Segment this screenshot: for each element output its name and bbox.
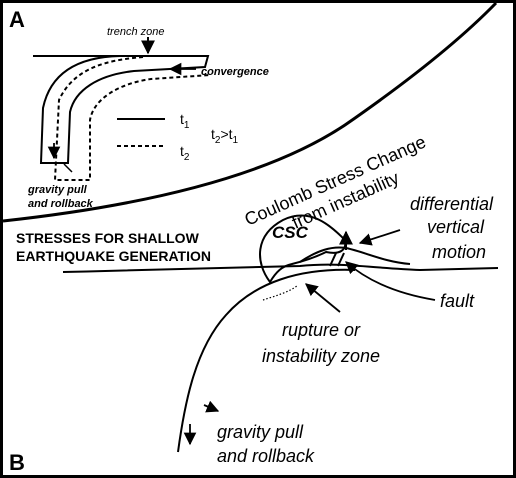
differential-line1: differential [410, 194, 494, 214]
differential-arrow [358, 229, 401, 246]
differential-line2: vertical [427, 217, 485, 237]
panel-a-gravity-line2: and rollback [28, 198, 94, 210]
panel-a-gravity-line1: gravity pull [27, 184, 88, 196]
fault-mark-1 [329, 252, 337, 267]
subducting-slab-curve [177, 268, 356, 453]
rollback-arrow [203, 400, 220, 413]
slab-outline-t1 [33, 55, 210, 164]
upper-plate-line [62, 263, 499, 273]
panel-b-letter: B [9, 450, 25, 475]
rupture-zone-dotted [262, 284, 299, 301]
csc-label: CSC [272, 223, 309, 242]
slab-outline-t2 [53, 56, 211, 181]
legend-t2: t2 [180, 143, 190, 163]
fault-label: fault [440, 291, 475, 311]
fault-arrow [345, 261, 436, 301]
legend-t1: t1 [180, 111, 190, 131]
time-relation: t2>t1 [211, 126, 239, 146]
panel-a-letter: A [9, 7, 25, 32]
panel-b-gravity-line1: gravity pull [217, 422, 304, 442]
panel-a-rollback-tick [63, 163, 73, 173]
panel-divider-curve [2, 1, 498, 223]
rupture-line1: rupture or [282, 320, 361, 340]
fault-mark-2 [337, 252, 345, 267]
stresses-line1: STRESSES FOR SHALLOW [16, 230, 200, 246]
trench-zone-label: trench zone [107, 26, 164, 38]
convergence-label: convergence [201, 66, 269, 78]
rupture-line2: instability zone [262, 346, 380, 366]
panel-b-gravity-line2: and rollback [217, 446, 315, 466]
rupture-arrow [305, 283, 341, 313]
stresses-line2: EARTHQUAKE GENERATION [16, 248, 211, 264]
differential-line3: motion [432, 242, 486, 262]
coulomb-label: Coulomb Stress Change from instability [241, 132, 428, 233]
